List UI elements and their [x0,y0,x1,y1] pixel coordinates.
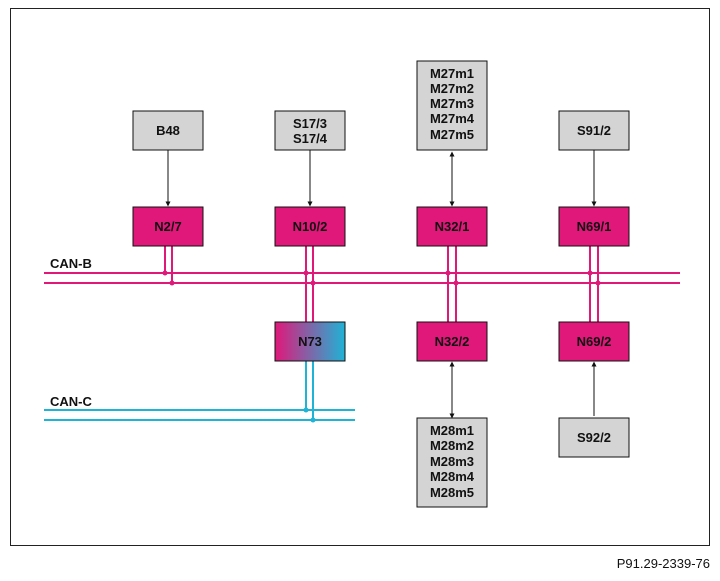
module-n2-7: N2/7 [132,206,204,247]
component-label: S17/4 [293,131,328,146]
junction-dots [162,270,601,423]
component-label: M27m1 [430,66,474,81]
signal-arrows [165,150,597,419]
component-label: M27m2 [430,81,474,96]
component-s17: S17/3 S17/4 [274,110,346,151]
module-label: N69/2 [577,334,612,349]
module-n69-2: N69/2 [558,321,630,362]
module-n10-2: N10/2 [274,206,346,247]
module-label: N73 [298,334,322,349]
component-s92-2: S92/2 [558,417,630,458]
component-label: M28m1 [430,423,474,438]
component-s91-2: S91/2 [558,110,630,151]
component-label: M27m3 [430,96,474,111]
diagram-frame [10,8,710,546]
figure-reference: P91.29-2339-76 [616,556,710,571]
component-label: S92/2 [577,430,611,445]
can-c-connections [305,361,314,420]
can-c-bus [44,409,355,421]
module-label: N32/1 [435,219,470,234]
module-label: N2/7 [154,219,181,234]
can-b-label: CAN-B [50,256,92,271]
module-label: N32/2 [435,334,470,349]
module-label: N69/1 [577,219,612,234]
module-n32-1: N32/1 [416,206,488,247]
component-label: B48 [156,123,180,138]
module-label: N10/2 [293,219,328,234]
component-label: S91/2 [577,123,611,138]
component-label: M28m2 [430,438,474,453]
component-label: S17/3 [293,116,327,131]
component-label: M27m4 [430,111,475,126]
component-label: M28m5 [430,485,474,500]
component-b48: B48 [132,110,204,151]
component-label: M28m4 [430,469,475,484]
component-m28: M28m1 M28m2 M28m3 M28m4 M28m5 [416,417,488,508]
module-n69-1: N69/1 [558,206,630,247]
module-n73: N73 [274,321,346,362]
component-label: M28m3 [430,454,474,469]
module-n32-2: N32/2 [416,321,488,362]
can-c-label: CAN-C [50,394,92,409]
component-label: M27m5 [430,127,474,142]
can-b-bus [44,272,680,284]
component-m27: M27m1 M27m2 M27m3 M27m4 M27m5 [416,60,488,151]
